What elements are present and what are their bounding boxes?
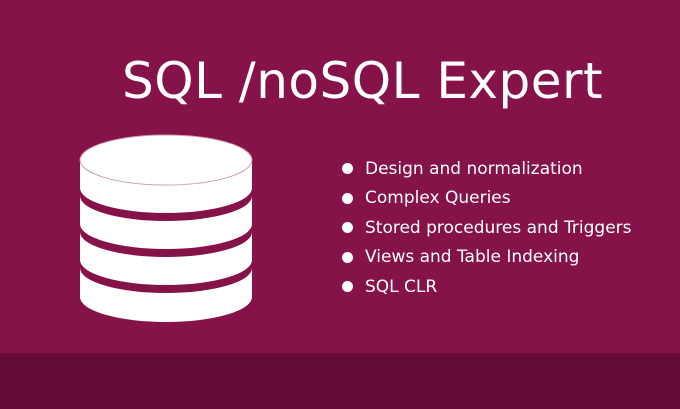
- database-disk-bottom: [80, 268, 252, 322]
- list-item: Views and Table Indexing: [342, 243, 632, 273]
- feature-text: Complex Queries: [365, 188, 511, 209]
- bottom-band: [0, 353, 680, 409]
- bullet-dot-icon: [342, 281, 353, 293]
- database-cylinder-icon: [79, 134, 253, 322]
- bullet-dot-icon: [342, 222, 353, 234]
- list-item: SQL CLR: [342, 272, 632, 302]
- feature-text: Design and normalization: [365, 158, 583, 179]
- feature-text: Views and Table Indexing: [365, 247, 580, 268]
- bullet-dot-icon: [342, 251, 353, 263]
- database-disk-upper: [80, 196, 252, 249]
- database-disk-lower: [80, 232, 252, 285]
- list-item: Complex Queries: [342, 184, 632, 214]
- list-item: Design and normalization: [342, 154, 632, 184]
- headline-title: SQL /noSQL Expert: [122, 52, 604, 110]
- feature-text: Stored procedures and Triggers: [365, 217, 632, 238]
- bullet-dot-icon: [342, 163, 353, 175]
- bullet-dot-icon: [342, 192, 353, 204]
- feature-text: SQL CLR: [365, 276, 438, 297]
- list-item: Stored procedures and Triggers: [342, 213, 632, 243]
- database-top-cap: [79, 134, 253, 186]
- feature-list: Design and normalization Complex Queries…: [342, 154, 632, 302]
